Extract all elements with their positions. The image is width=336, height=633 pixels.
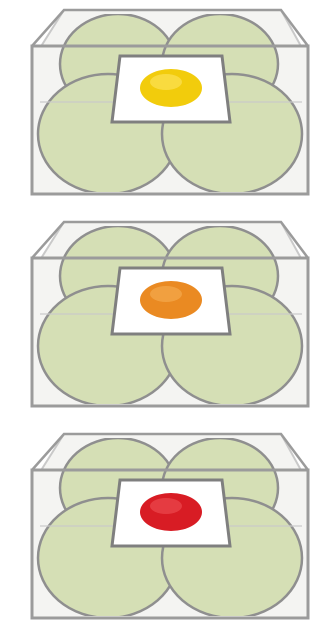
box-red (32, 434, 308, 618)
box-orange (32, 222, 308, 406)
box-yellow (32, 10, 308, 194)
dot-highlight (150, 498, 182, 514)
panels-group (32, 10, 308, 618)
dot-highlight (150, 74, 182, 90)
dot-highlight (150, 286, 182, 302)
